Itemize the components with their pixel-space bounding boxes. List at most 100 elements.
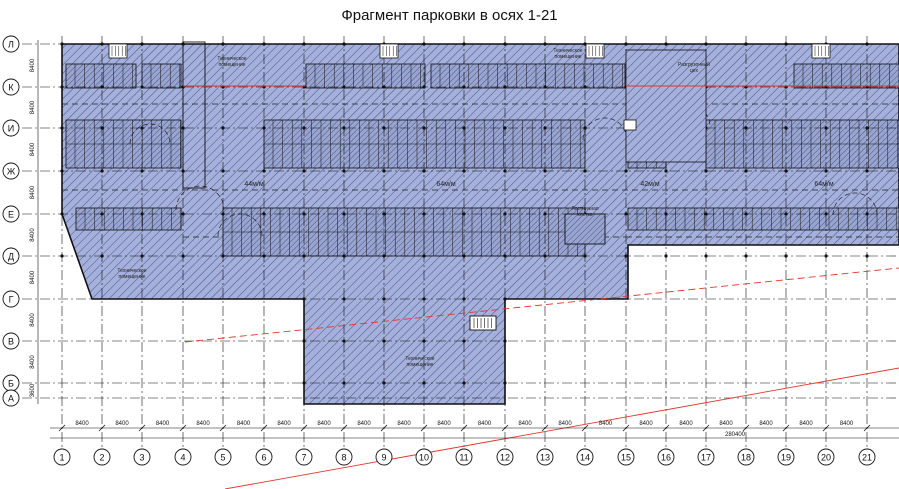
column-dot — [382, 85, 386, 89]
column-dot — [664, 254, 668, 258]
parking-block — [627, 207, 899, 231]
drawing-title: Фрагмент парковки в осях 1-21 — [341, 7, 558, 24]
ramp-shaft — [182, 41, 206, 189]
column-dot — [865, 126, 869, 130]
parking-block — [65, 119, 182, 169]
svg-text:8: 8 — [341, 453, 346, 463]
svg-text:17: 17 — [701, 453, 711, 463]
svg-text:А: А — [8, 393, 14, 403]
column-dot — [382, 254, 386, 258]
svg-text:9: 9 — [381, 453, 386, 463]
column-dot — [704, 42, 708, 46]
column-dot — [462, 85, 466, 89]
column-dot — [302, 297, 306, 301]
total-dim: 280400 — [725, 432, 746, 438]
svg-text:11: 11 — [459, 453, 468, 463]
column-dot — [503, 169, 507, 173]
svg-text:3: 3 — [139, 453, 144, 463]
column-dot — [140, 254, 144, 258]
column-dot — [624, 254, 628, 258]
column-dot — [784, 169, 788, 173]
svg-text:16: 16 — [661, 453, 671, 463]
column-dot — [422, 126, 426, 130]
column-dot — [583, 254, 587, 258]
axis-bubble-row-К: К — [2, 78, 20, 96]
column-dot — [60, 126, 64, 130]
column-dot — [342, 85, 346, 89]
axis-bubble-col-18: 18 — [737, 448, 755, 466]
column-dot — [704, 254, 708, 258]
column-dot — [503, 126, 507, 130]
axis-bubble-row-И: И — [2, 119, 20, 137]
column-dot — [422, 254, 426, 258]
column-dot — [503, 254, 507, 258]
column-dot — [140, 42, 144, 46]
svg-text:Б: Б — [8, 378, 14, 388]
column-dot — [382, 126, 386, 130]
column-dot — [302, 42, 306, 46]
column-dot — [221, 126, 225, 130]
speed-label: 42м/м — [640, 181, 660, 188]
bay-dim: 8400 — [397, 421, 411, 427]
stair-top — [811, 43, 831, 59]
speed-label: 44м/м — [244, 181, 264, 188]
column-dot — [664, 212, 668, 216]
axis-bubble-col-14: 14 — [576, 448, 594, 466]
column-dot — [865, 42, 869, 46]
bay-dim: 8400 — [679, 421, 693, 427]
column-dot — [744, 254, 748, 258]
column-dot — [382, 169, 386, 173]
bay-dim: 8400 — [719, 421, 733, 427]
svg-text:Ж: Ж — [7, 166, 16, 176]
axis-bubble-col-13: 13 — [536, 448, 554, 466]
svg-text:Е: Е — [8, 209, 14, 219]
axis-bubble-col-4: 4 — [174, 448, 192, 466]
column-dot — [382, 297, 386, 301]
column-dot — [262, 42, 266, 46]
column-dot — [624, 212, 628, 216]
column-dot — [664, 169, 668, 173]
column-dot — [342, 169, 346, 173]
column-dot — [462, 212, 466, 216]
column-dot — [583, 169, 587, 173]
column-dot — [704, 212, 708, 216]
column-dot — [543, 254, 547, 258]
section-line-dashed — [184, 267, 899, 343]
column-dot — [462, 339, 466, 343]
bay-dim: 8400 — [357, 421, 371, 427]
axis-bubble-col-8: 8 — [335, 448, 353, 466]
ramp-curve — [832, 192, 878, 216]
parking-block — [705, 119, 899, 169]
column-dot — [543, 212, 547, 216]
column-dot — [262, 212, 266, 216]
bay-dim: 8400 — [478, 421, 492, 427]
bay-dim: 8400 — [558, 421, 572, 427]
column-dot — [262, 169, 266, 173]
bay-dim: 8400 — [840, 421, 854, 427]
column-dot — [462, 381, 466, 385]
column-dot — [302, 212, 306, 216]
bay-dim: 8400 — [759, 421, 773, 427]
svg-text:4: 4 — [180, 453, 185, 463]
axis-bubble-col-9: 9 — [375, 448, 393, 466]
svg-text:К: К — [8, 82, 14, 92]
axis-bubble-row-Л: Л — [2, 35, 20, 53]
column-dot — [60, 169, 64, 173]
column-dot — [140, 126, 144, 130]
row-dim: 8400 — [30, 100, 36, 114]
svg-text:13: 13 — [540, 453, 550, 463]
parking-block — [793, 63, 899, 89]
stair-core — [564, 213, 606, 245]
column-dot — [382, 381, 386, 385]
svg-text:15: 15 — [621, 453, 631, 463]
column-dot — [824, 254, 828, 258]
column-dot — [342, 297, 346, 301]
column-dot — [462, 126, 466, 130]
svg-text:14: 14 — [580, 453, 590, 463]
stair-top — [585, 43, 605, 59]
column-dot — [100, 254, 104, 258]
